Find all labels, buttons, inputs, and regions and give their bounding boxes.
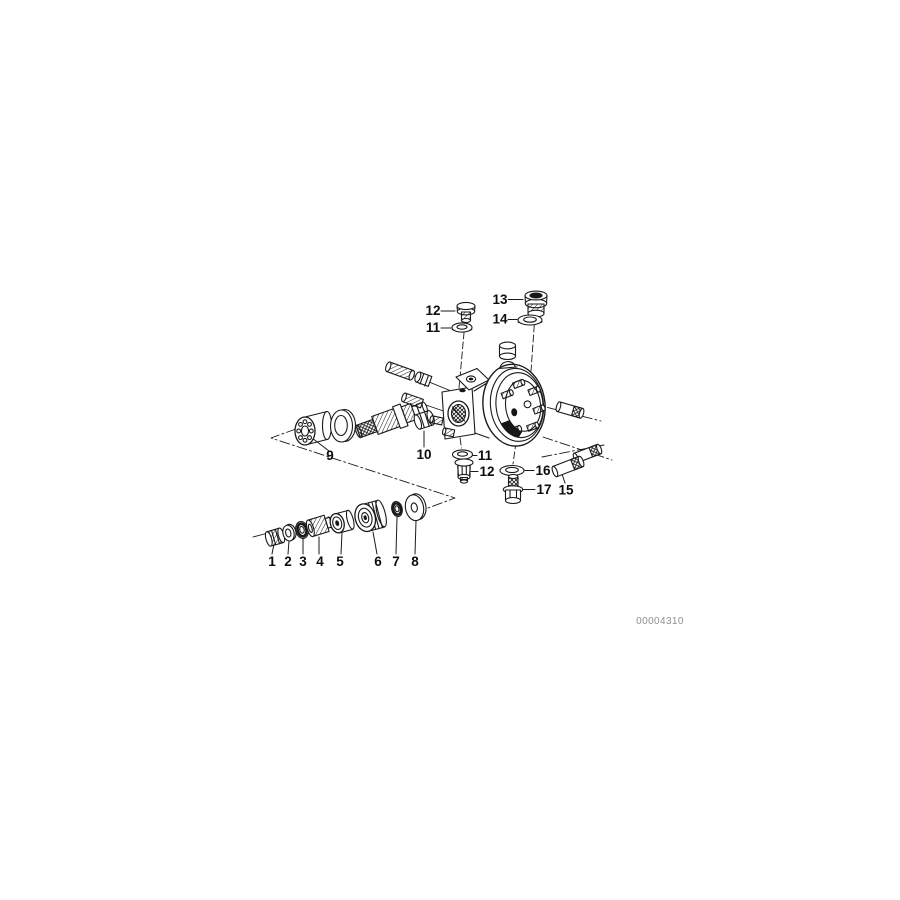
filler-plug [497, 341, 518, 370]
callout-8[interactable]: 8 [411, 554, 419, 569]
threaded-ring-nut-6 [354, 499, 387, 533]
needle-bearing [294, 410, 333, 446]
bearing-sleeve-5 [329, 509, 355, 534]
stud-upper-left [385, 361, 415, 381]
wheel-stud [512, 378, 526, 390]
flat-washer-8 [404, 493, 427, 522]
wheel-stud [527, 385, 541, 397]
callout-16[interactable]: 16 [535, 463, 551, 478]
washer-2 [282, 523, 297, 542]
callout-2[interactable]: 2 [284, 554, 292, 569]
stud-mid-left [401, 392, 424, 409]
callout-9[interactable]: 9 [326, 448, 334, 463]
wheel-stud [526, 421, 540, 432]
callout-17[interactable]: 17 [536, 482, 551, 497]
callout-6[interactable]: 6 [374, 554, 382, 569]
lock-washer-3 [295, 520, 309, 540]
callout-4[interactable]: 4 [316, 554, 324, 569]
gasket-ring-11-top [451, 322, 473, 333]
wheel-stud [508, 424, 523, 436]
callout-3[interactable]: 3 [299, 554, 307, 569]
hex-bolt-17 [502, 473, 524, 505]
diagram-number: 00004310 [636, 616, 684, 627]
leader-lines [271, 299, 566, 555]
callout-12-bottom[interactable]: 12 [479, 464, 494, 479]
callout-13[interactable]: 13 [492, 292, 508, 307]
gasket-ring-11-bottom [451, 449, 474, 460]
seal-ring-7 [391, 500, 403, 518]
final-drive-housing [482, 363, 546, 447]
callout-14[interactable]: 14 [492, 312, 508, 327]
callout-labels: 12 11 13 14 9 10 11 12 16 17 15 1 2 3 4 … [268, 292, 574, 569]
stud-right-upper [555, 401, 585, 419]
callout-5[interactable]: 5 [336, 554, 344, 569]
callout-12-top[interactable]: 12 [425, 303, 440, 318]
callout-7[interactable]: 7 [392, 554, 400, 569]
plug13-drop-line [530, 314, 536, 372]
stud-15 [551, 455, 585, 478]
assembly-bracket-line [270, 428, 456, 509]
callout-11-bottom[interactable]: 11 [478, 448, 493, 463]
nut-upper-left [414, 371, 433, 387]
hex-nut-1 [264, 527, 286, 547]
drain-plug-12-top [456, 301, 476, 324]
wheel-stud [532, 404, 546, 415]
filler-plug-13 [524, 290, 548, 318]
stud-axis-line-right-lower [542, 436, 613, 461]
callout-1[interactable]: 1 [268, 554, 276, 569]
wheel-stud [500, 389, 514, 400]
callout-11-top[interactable]: 11 [426, 320, 441, 335]
gasket-ring-14 [517, 314, 543, 326]
bolt12-drop-line [459, 437, 462, 449]
pinion-shaft [354, 401, 428, 439]
thrust-washer [329, 408, 357, 443]
splined-bushing-4 [305, 514, 334, 538]
axis-stub-line [252, 533, 267, 538]
drain-plug-12-bottom [454, 458, 474, 484]
callout-10[interactable]: 10 [416, 447, 431, 462]
callout-15[interactable]: 15 [558, 483, 574, 498]
stud-axis-line-right-mid [541, 444, 605, 458]
housing-neck [429, 367, 490, 440]
